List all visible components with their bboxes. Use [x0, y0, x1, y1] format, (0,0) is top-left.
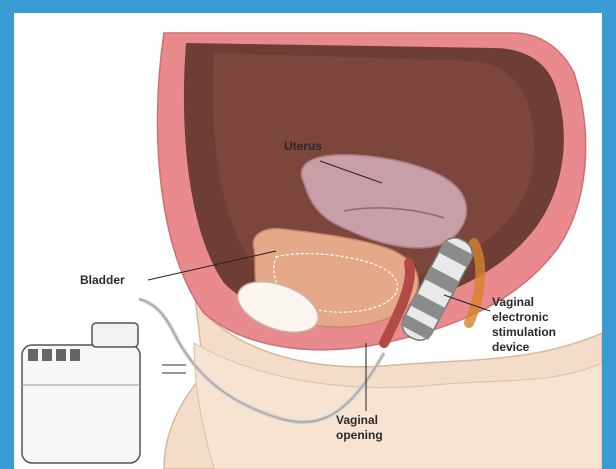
anatomy-illustration: Uterus Bladder Vaginal electronic stimul…: [14, 13, 602, 469]
bladder-label: Bladder: [80, 273, 125, 288]
control-button-1: [28, 349, 38, 361]
control-unit-top: [92, 323, 138, 347]
control-button-2: [42, 349, 52, 361]
device-label-line-2: electronic: [492, 310, 602, 325]
bladder-label-text: Bladder: [80, 273, 125, 287]
control-unit-body: [22, 345, 140, 463]
control-unit: [22, 323, 140, 463]
uterus-label: Uterus: [284, 139, 322, 154]
control-button-4: [70, 349, 80, 361]
uterus-label-text: Uterus: [284, 139, 322, 153]
device-label-line-1: Vaginal: [492, 295, 602, 310]
stimulation-device-label: Vaginal electronic stimulation device: [492, 295, 602, 355]
opening-label-line-1: Vaginal: [336, 413, 416, 428]
anatomy-svg: [14, 13, 602, 469]
control-button-3: [56, 349, 66, 361]
device-label-line-3: stimulation: [492, 325, 602, 340]
device-label-line-4: device: [492, 340, 602, 355]
vaginal-opening-label: Vaginal opening: [336, 413, 416, 443]
opening-label-line-2: opening: [336, 428, 416, 443]
